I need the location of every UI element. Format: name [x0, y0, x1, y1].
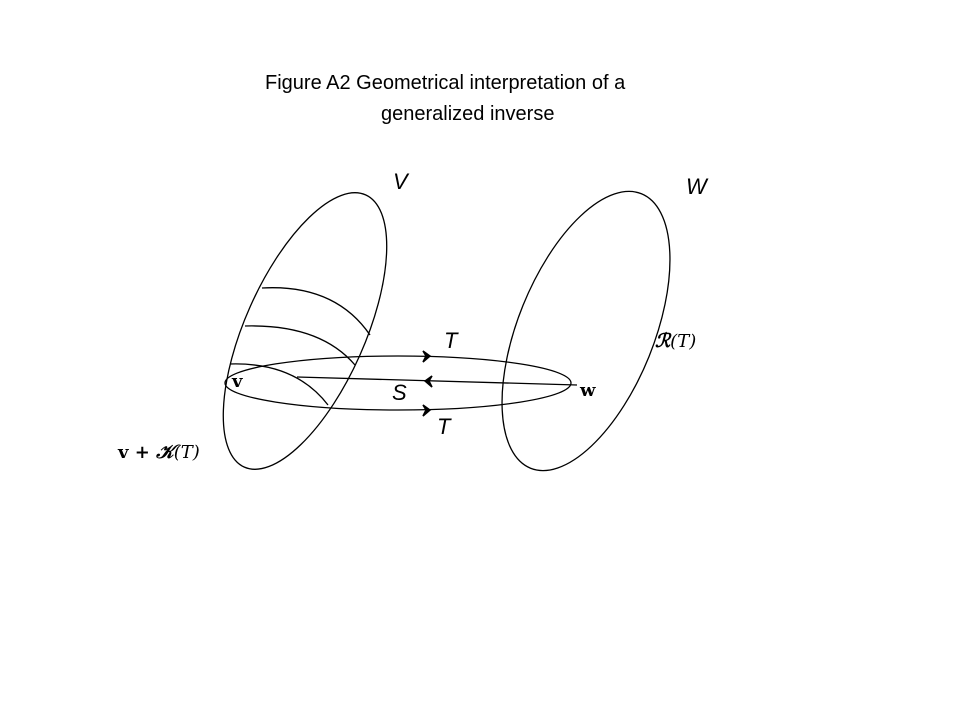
s-arrow — [423, 375, 433, 388]
t-arrow-bottom — [422, 404, 432, 417]
t-map-label-top: T — [444, 328, 459, 353]
subspace-arc-v — [229, 363, 329, 406]
space-v-label: V — [393, 169, 410, 194]
kernel-argument: (T) — [174, 442, 200, 463]
kernel-prefix: v + — [117, 442, 156, 463]
subspace-arc-lower — [244, 325, 356, 366]
kernel-label: v + 𝒦(T) — [117, 441, 200, 463]
t-arrow-top — [422, 350, 432, 363]
space-w-label: W — [686, 174, 709, 199]
range-symbol: ℛ — [655, 330, 672, 352]
vector-w-label: w — [579, 380, 596, 401]
range-label: ℛ(T) — [655, 330, 696, 352]
figure-title-line-1: Figure A2 Geometrical interpretation of … — [265, 72, 626, 94]
vector-v-label: v — [231, 371, 243, 392]
mapping-ellipse — [224, 355, 572, 411]
t-map-label-bottom: T — [437, 414, 452, 439]
space-w-ellipse — [501, 190, 671, 472]
subspace-arc-upper — [261, 287, 371, 336]
range-argument: (T) — [670, 331, 696, 352]
s-map-line — [296, 376, 578, 386]
figure-title-line-2: generalized inverse — [381, 103, 555, 125]
s-map-label: S — [392, 380, 407, 405]
space-v-ellipse — [222, 192, 388, 470]
